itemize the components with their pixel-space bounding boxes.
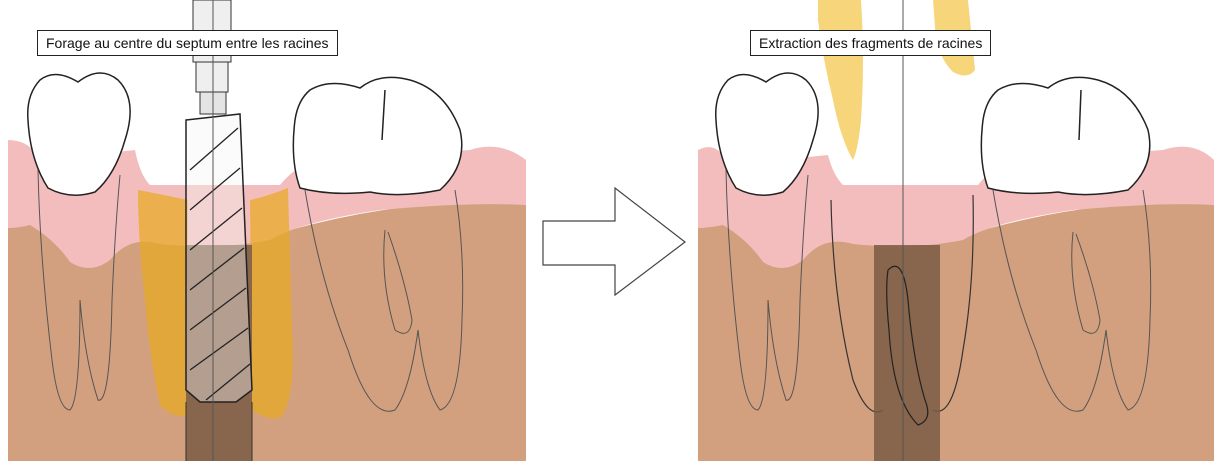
step-1-label: Forage au centre du septum entre les rac… [37, 30, 338, 56]
osteotomy-site [874, 245, 940, 461]
step-2-label: Extraction des fragments de racines [750, 30, 991, 56]
drill-collar [196, 62, 228, 92]
drill-bit [186, 114, 252, 402]
step-2-panel: Extraction des fragments de racines [693, 0, 1214, 461]
extracted-fragment-left [818, 0, 863, 160]
root-fragment-right [250, 188, 293, 418]
right-tooth-crown [293, 77, 461, 194]
extraction-illustration [693, 0, 1214, 461]
step-1-panel: Forage au centre du septum entre les rac… [0, 0, 526, 461]
drilling-illustration [0, 0, 526, 461]
right-tooth-crown [981, 77, 1149, 194]
right-arrow-icon [540, 185, 690, 300]
